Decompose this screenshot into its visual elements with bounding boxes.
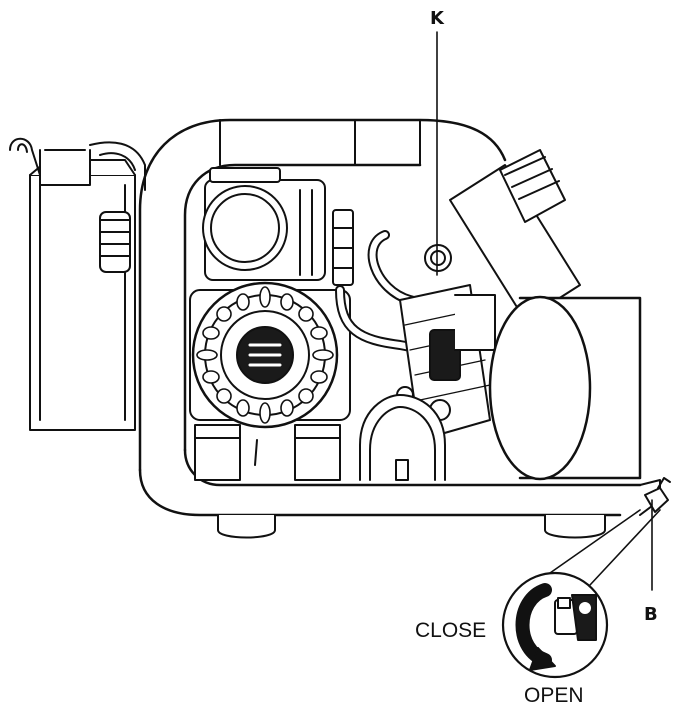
rotation-arrow-icon [515, 583, 556, 671]
frame [138, 118, 661, 517]
carry-handle-hook [9, 137, 146, 191]
check-valve-housing [359, 394, 446, 481]
fan-cover-slots [196, 286, 334, 424]
rubber-feet [217, 514, 606, 539]
air-tank [29, 159, 136, 431]
leader-lines [436, 31, 661, 591]
callout-b: B [644, 604, 658, 625]
close-label: CLOSE [415, 619, 487, 642]
pressure-gauge-k [424, 244, 452, 272]
pressure-switch [449, 149, 581, 321]
pump-head [202, 167, 326, 281]
callout-k: K [430, 8, 444, 29]
right-tank [488, 295, 642, 481]
drain-knob [99, 211, 131, 273]
open-label: OPEN [524, 684, 584, 707]
motor-mounts [194, 424, 341, 481]
